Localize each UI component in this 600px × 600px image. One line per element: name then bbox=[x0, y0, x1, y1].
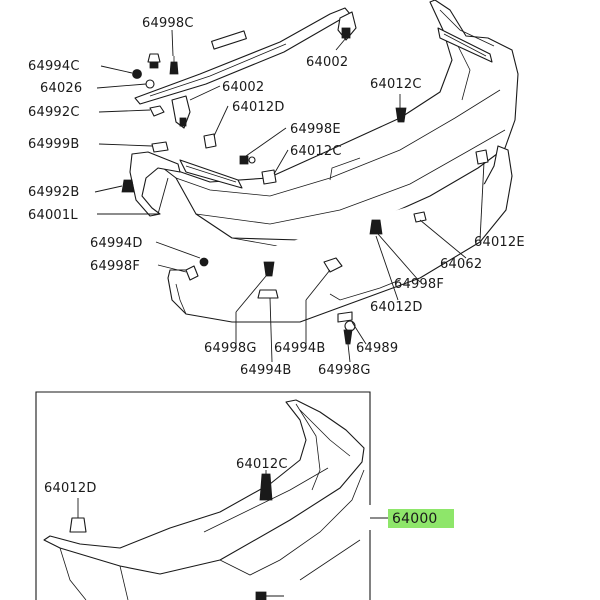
label-64998f-left: 64998F bbox=[90, 259, 140, 274]
label-64002-top: 64002 bbox=[306, 55, 348, 70]
label-64998g-a: 64998G bbox=[204, 341, 257, 356]
label-64026: 64026 bbox=[40, 81, 82, 96]
label-64994b-b: 64994B bbox=[240, 363, 291, 378]
label-64994b-a: 64994B bbox=[274, 341, 325, 356]
label-64998c-top: 64998C bbox=[142, 16, 194, 31]
label-64012c-b: 64012C bbox=[290, 144, 342, 159]
label-64062: 64062 bbox=[440, 257, 482, 272]
label-64999b: 64999B bbox=[28, 137, 79, 152]
label-64012d-box: 64012D bbox=[44, 481, 97, 496]
side-garnish-drawing bbox=[129, 151, 243, 217]
label-64994d: 64994D bbox=[90, 236, 143, 251]
label-64992c: 64992C bbox=[28, 105, 80, 120]
right-bracket-drawing bbox=[437, 27, 493, 63]
label-64002-mid: 64002 bbox=[222, 80, 264, 95]
label-64994c: 64994C bbox=[28, 59, 80, 74]
label-64998e: 64998E bbox=[290, 122, 341, 137]
label-64012d-a: 64012D bbox=[232, 100, 285, 115]
label-64998g-b: 64998G bbox=[318, 363, 371, 378]
label-64001l: 64001L bbox=[28, 208, 78, 223]
label-64000-highlighted: 64000 bbox=[392, 511, 438, 527]
label-64989: 64989 bbox=[356, 341, 398, 356]
leader-lines-lower bbox=[77, 470, 284, 597]
label-64012d-b: 64012D bbox=[370, 300, 423, 315]
upper-part-labels: 64998C 64994C 64026 64992C 64999B 64992B… bbox=[28, 16, 525, 378]
leader-lines-upper bbox=[94, 29, 485, 363]
label-64012c-a: 64012C bbox=[370, 77, 422, 92]
assembly-box bbox=[35, 391, 390, 600]
label-64012e: 64012E bbox=[474, 235, 525, 250]
label-64012c-box: 64012C bbox=[236, 457, 288, 472]
highlight-marker bbox=[388, 509, 454, 528]
complete-bumper-drawing bbox=[43, 399, 365, 600]
hardware-drawing bbox=[121, 11, 489, 345]
label-64998f-right: 64998F bbox=[394, 277, 444, 292]
label-64992b: 64992B bbox=[28, 185, 79, 200]
lower-part-labels: 64012C 64012D 64000 bbox=[44, 457, 454, 528]
